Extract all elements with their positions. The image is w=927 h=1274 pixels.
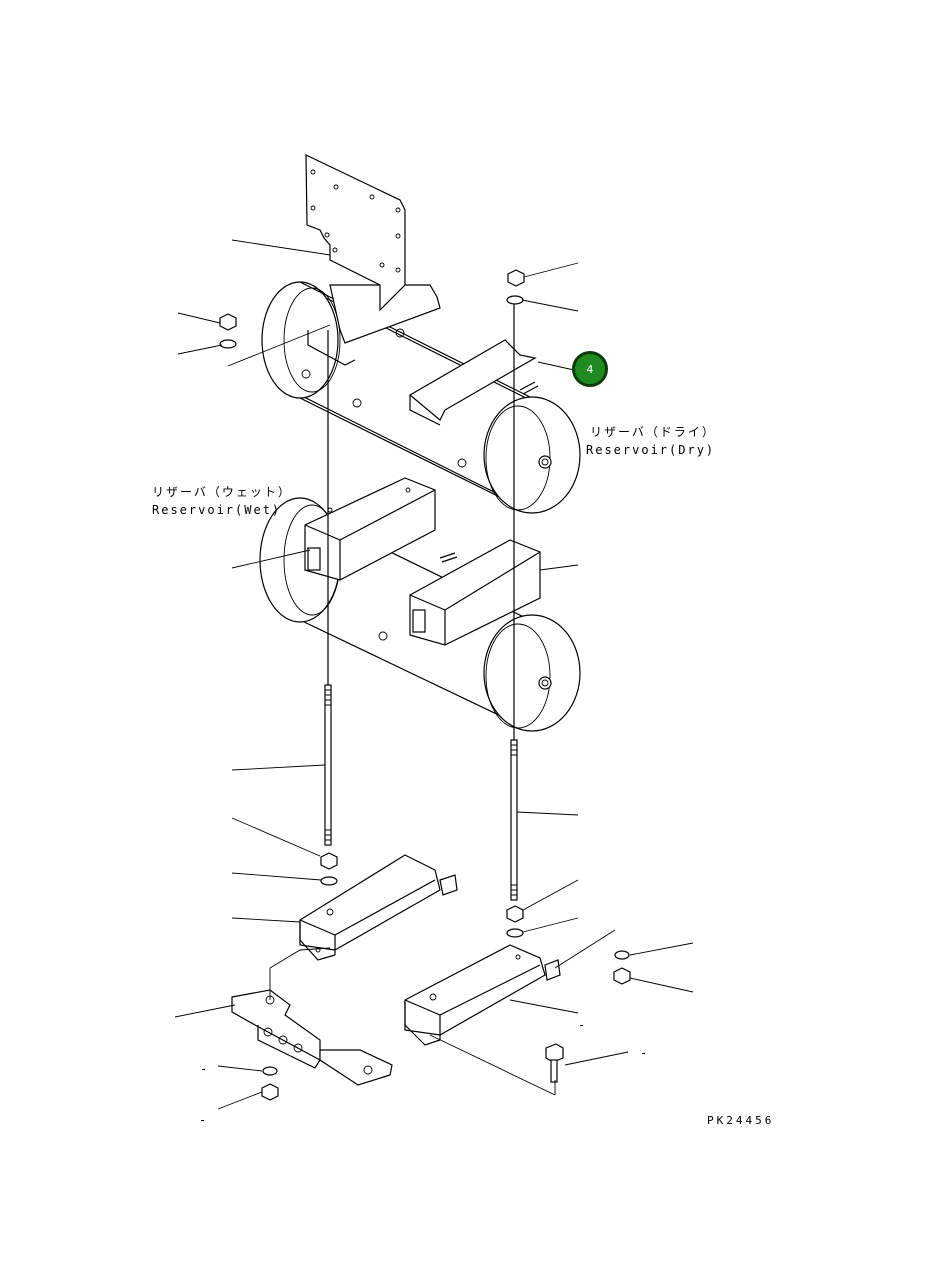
reservoir-dry-label-en: Reservoir(Dry) [586,443,716,457]
part-callout-number: 4 [586,362,594,376]
leader-lines [174,239,694,1110]
fasteners [219,269,631,1101]
reservoir-dry-label-jp: リザーバ（ドライ） [590,425,716,439]
lower-brackets [231,854,561,1086]
dash-mark: - [200,1062,210,1076]
reservoir-wet [259,477,581,732]
tie-rods [324,300,518,901]
dash-mark: - [199,1113,209,1127]
reservoir-dry [261,154,581,514]
dash-mark: - [578,1018,588,1032]
reservoir-wet-label-jp: リザーバ（ウェット） [152,485,292,499]
part-callout-4[interactable]: 4 [572,351,608,387]
drawing-number: PK24456 [707,1114,775,1127]
reservoir-wet-label-en: Reservoir(Wet) [152,503,282,517]
dash-mark: - [640,1046,650,1060]
